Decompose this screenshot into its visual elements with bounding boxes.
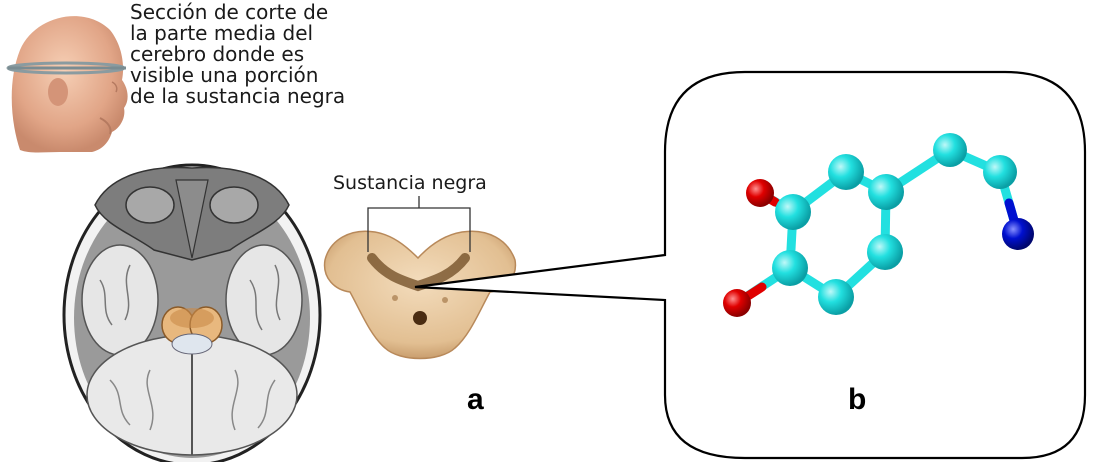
carbon-atom xyxy=(772,250,808,286)
caption-line: visible una porción xyxy=(130,65,375,86)
brain-section-illustration xyxy=(64,165,320,462)
panel-label-b: b xyxy=(848,383,866,417)
oxygen-atom xyxy=(746,179,774,207)
head-illustration xyxy=(8,16,128,152)
caption-line: la parte media del xyxy=(130,23,375,44)
carbon-atom xyxy=(775,194,811,230)
substantia-nigra-label: Sustancia negra xyxy=(333,172,487,194)
caption-line: Sección de corte de xyxy=(130,2,375,23)
carbon-atom xyxy=(868,174,904,210)
nitrogen-atom xyxy=(1002,218,1034,250)
carbon-atom xyxy=(983,155,1017,189)
oxygen-atom xyxy=(723,289,751,317)
carbon-atom xyxy=(818,279,854,315)
caption-line: de la sustancia negra xyxy=(130,86,375,107)
carbon-atom xyxy=(828,154,864,190)
carbon-atom xyxy=(867,234,903,270)
section-caption: Sección de corte de la parte media del c… xyxy=(130,2,375,107)
carbon-atom xyxy=(933,133,967,167)
panel-label-a: a xyxy=(467,383,484,417)
caption-line: cerebro donde es xyxy=(130,44,375,65)
